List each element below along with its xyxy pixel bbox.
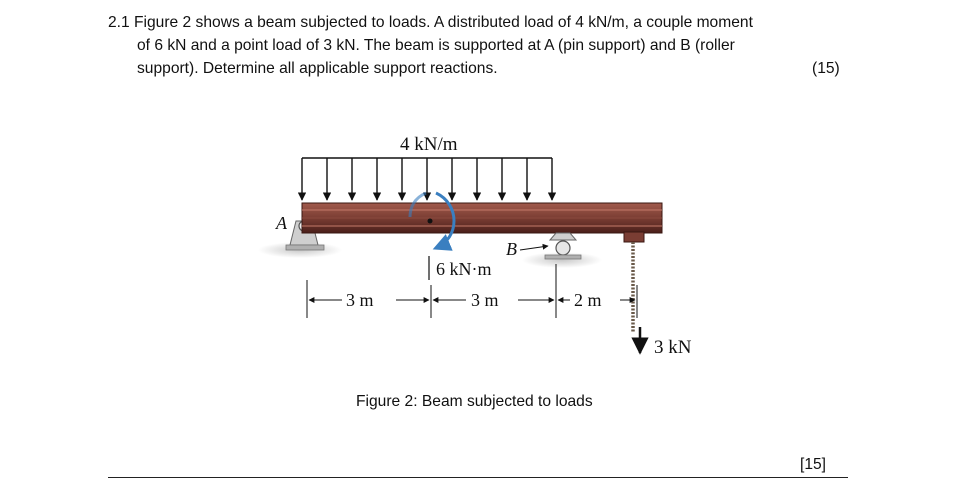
dimension-label-2: 3 m <box>471 290 499 310</box>
couple-moment <box>408 191 456 251</box>
moment-label: 6 kN·m <box>436 259 492 279</box>
dimension-label-3: 2 m <box>574 290 602 310</box>
support-b-label: B <box>506 239 517 259</box>
roller-support-b <box>544 232 582 260</box>
question-line-3: support). Determine all applicable suppo… <box>137 60 498 77</box>
footer-rule <box>108 477 848 478</box>
total-marks: [15] <box>800 456 827 473</box>
dimension-lines <box>306 264 638 318</box>
support-a-label: A <box>275 213 288 233</box>
point-load-label: 3 kN <box>654 337 692 358</box>
dimension-label-1: 3 m <box>346 290 374 310</box>
beam-figure: 4 kN/m A 6 kN·m B 3 kN <box>258 134 692 358</box>
distributed-load-arrows <box>297 158 557 201</box>
distributed-load-label: 4 kN/m <box>400 134 458 155</box>
figure-caption: Figure 2: Beam subjected to loads <box>356 393 593 410</box>
ground-b <box>522 252 602 268</box>
question-line-1: 2.1 Figure 2 shows a beam subjected to l… <box>108 14 753 31</box>
beam <box>301 202 663 234</box>
question-line-2: of 6 kN and a point load of 3 kN. The be… <box>137 37 735 54</box>
hanging-cable <box>623 231 645 332</box>
distributed-load <box>297 157 557 201</box>
moment-arrow <box>432 191 456 251</box>
question-marks: (15) <box>812 60 840 77</box>
